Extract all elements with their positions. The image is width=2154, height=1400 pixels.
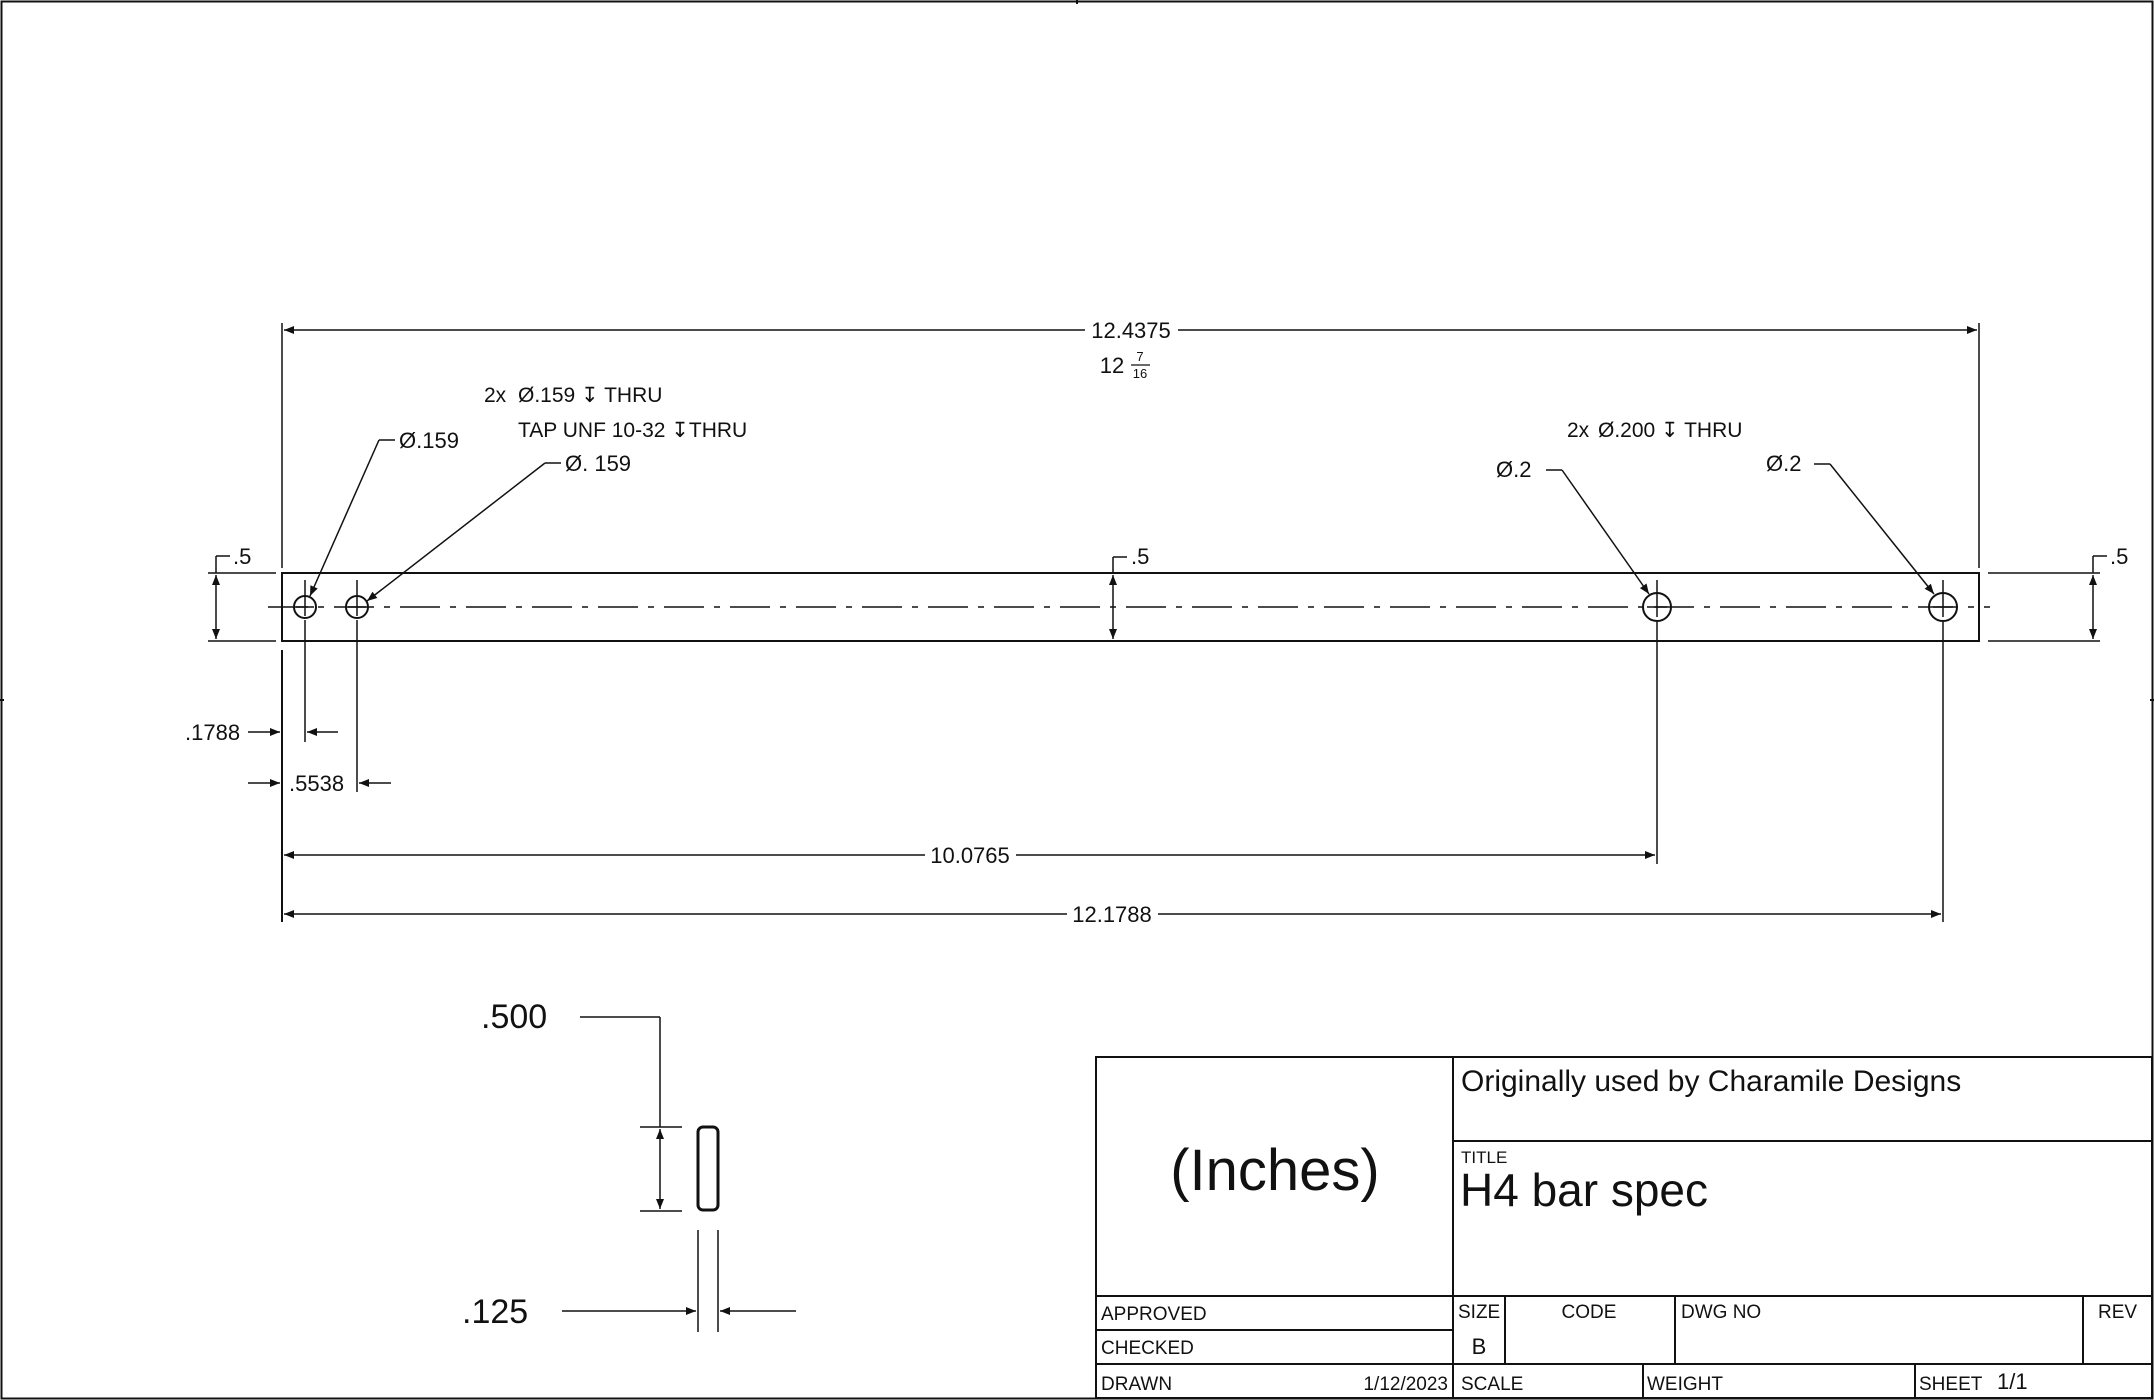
large-hole-leader-2 bbox=[1814, 463, 1935, 595]
section-thickness-dimension bbox=[562, 1230, 796, 1332]
code-label: CODE bbox=[1562, 1302, 1617, 1323]
section-thickness-label: .125 bbox=[462, 1293, 528, 1331]
right-height-label: .5 bbox=[2110, 544, 2128, 569]
hole-1 bbox=[293, 580, 317, 619]
large-hole-callout-1: Ø.2 bbox=[1496, 457, 1531, 482]
section-profile bbox=[696, 1125, 720, 1212]
hole2-position-label: .5538 bbox=[289, 771, 344, 796]
approved-label: APPROVED bbox=[1101, 1304, 1207, 1325]
overall-length-fraction-whole: 12 bbox=[1100, 353, 1124, 378]
units-label: (Inches) bbox=[1170, 1138, 1380, 1203]
drawn-label: DRAWN bbox=[1101, 1374, 1172, 1395]
overall-length-label: 12.4375 bbox=[1091, 318, 1171, 343]
hole-2 bbox=[345, 580, 369, 619]
hole-4 bbox=[1928, 580, 1958, 622]
company-name: Originally used by Charamile Designs bbox=[1461, 1065, 1961, 1098]
large-hole-leader-1 bbox=[1546, 469, 1650, 595]
small-holes-note-line1: Ø.159 ↧ THRU bbox=[518, 384, 662, 407]
hole3-position-label: 10.0765 bbox=[930, 843, 1010, 868]
sheet-value: 1/1 bbox=[1997, 1369, 2028, 1394]
size-label: SIZE bbox=[1458, 1302, 1500, 1323]
drawn-date: 1/12/2023 bbox=[1363, 1374, 1448, 1395]
title-block bbox=[1095, 1056, 2153, 1399]
rev-label: REV bbox=[2098, 1302, 2137, 1323]
small-holes-note-line2: TAP UNF 10-32 ↧THRU bbox=[518, 419, 747, 442]
section-height-dimension bbox=[580, 1016, 682, 1212]
section-height-label: .500 bbox=[481, 998, 547, 1036]
center-height-label: .5 bbox=[1131, 544, 1149, 569]
small-hole-callout-2: Ø. 159 bbox=[565, 451, 631, 476]
hole-3 bbox=[1642, 580, 1672, 622]
overall-length-fraction-denominator: 16 bbox=[1133, 366, 1147, 381]
small-hole-leader-1 bbox=[309, 439, 395, 597]
large-holes-count: 2x bbox=[1567, 419, 1590, 442]
checked-label: CHECKED bbox=[1101, 1338, 1194, 1359]
large-holes-note: Ø.200 ↧ THRU bbox=[1598, 419, 1742, 442]
title-label: TITLE bbox=[1461, 1148, 1507, 1167]
drawing-title: H4 bar spec bbox=[1460, 1164, 1708, 1216]
hole-extension-lines bbox=[281, 620, 1944, 922]
left-height-dimension bbox=[208, 555, 276, 642]
overall-length-fraction-numerator: 7 bbox=[1136, 349, 1143, 364]
size-value: B bbox=[1472, 1334, 1487, 1359]
overall-length-dimension bbox=[281, 323, 1980, 568]
sheet-label: SHEET bbox=[1919, 1374, 1983, 1395]
large-hole-callout-2: Ø.2 bbox=[1766, 451, 1801, 476]
hole4-position-label: 12.1788 bbox=[1072, 902, 1152, 927]
small-holes-count: 2x bbox=[484, 384, 507, 407]
right-height-dimension bbox=[1988, 555, 2107, 642]
dwg-no-label: DWG NO bbox=[1681, 1302, 1761, 1323]
scale-label: SCALE bbox=[1461, 1374, 1523, 1395]
hole1-position-label: .1788 bbox=[185, 720, 240, 745]
small-hole-leader-2 bbox=[366, 462, 561, 602]
small-hole-callout-1: Ø.159 bbox=[399, 428, 459, 453]
center-height-dimension bbox=[1109, 556, 1127, 639]
left-height-label: .5 bbox=[233, 544, 251, 569]
weight-label: WEIGHT bbox=[1647, 1374, 1723, 1395]
